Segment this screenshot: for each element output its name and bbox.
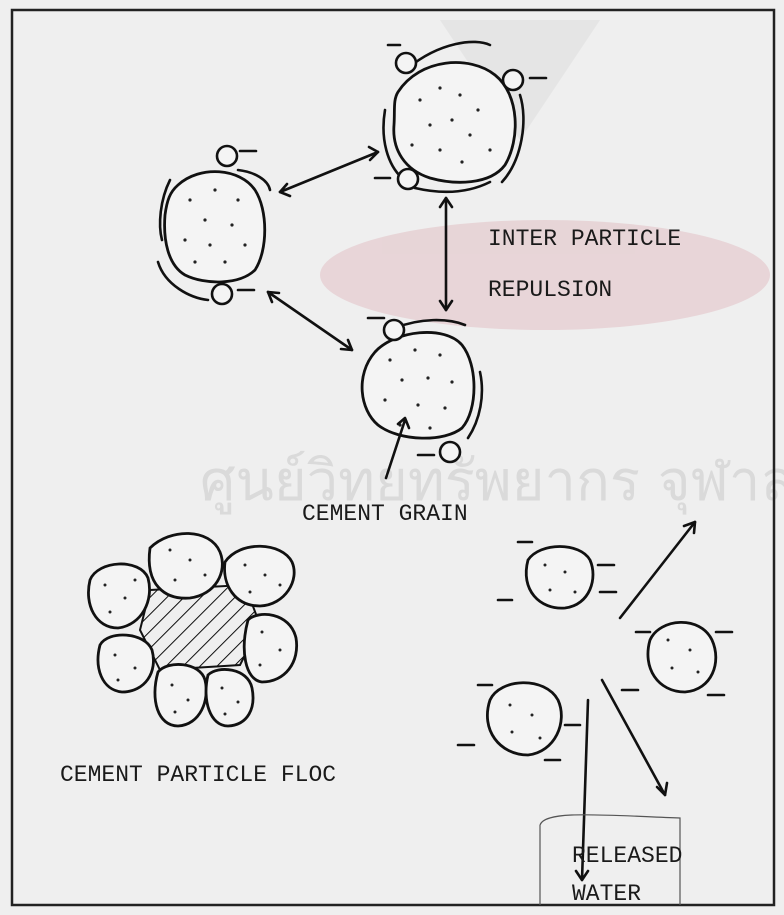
cement-particle-floc bbox=[88, 533, 296, 726]
label-water: WATER bbox=[572, 881, 641, 907]
label-inter-particle: INTER PARTICLE bbox=[488, 226, 681, 252]
label-released: RELEASED bbox=[572, 843, 682, 869]
label-cement-particle-floc: CEMENT PARTICLE FLOC bbox=[60, 762, 336, 788]
cement-grain-left bbox=[158, 146, 270, 304]
label-repulsion: REPULSION bbox=[488, 277, 612, 303]
label-cement-grain: CEMENT GRAIN bbox=[302, 501, 468, 527]
cement-grain-center bbox=[362, 318, 482, 462]
watermark-text: ศูนย์วิทยทรัพยากร จุฬาลงกรณ์มหาวิทยาลัย bbox=[200, 449, 784, 515]
